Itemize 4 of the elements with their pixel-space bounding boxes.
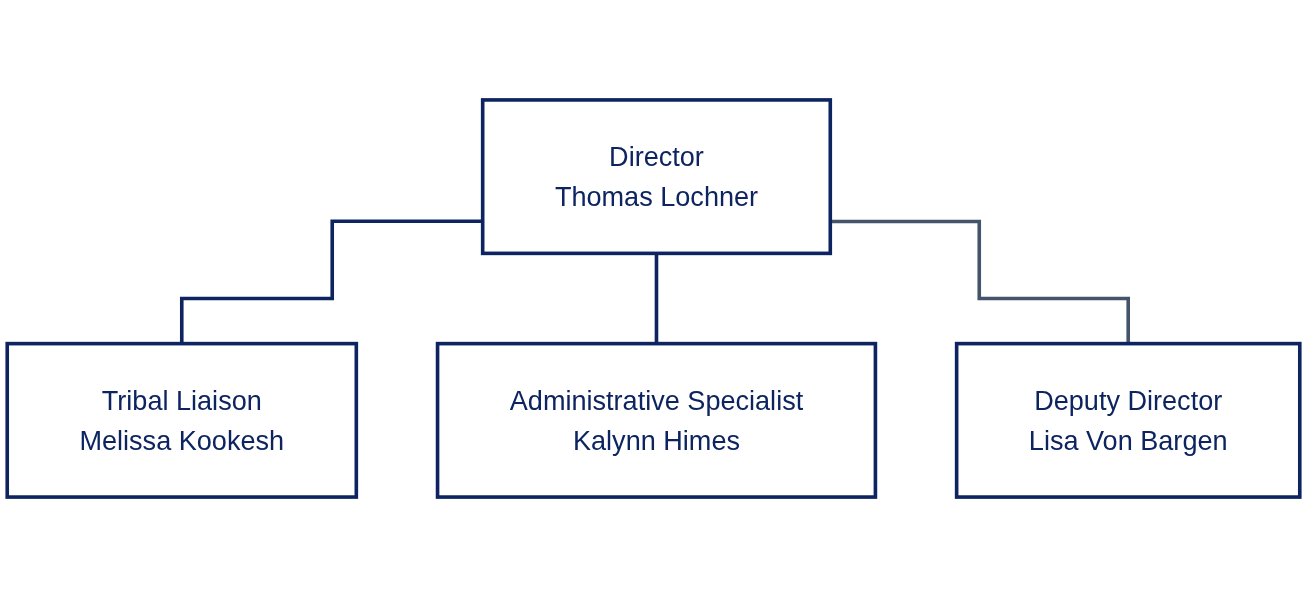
- node-box: Director Thomas Lochner: [480, 98, 833, 256]
- node-box: Tribal Liaison Melissa Kookesh: [5, 341, 359, 499]
- node-box: Administrative Specialist Kalynn Himes: [435, 341, 878, 499]
- node-box: Deputy Director Lisa Von Bargen: [954, 341, 1302, 499]
